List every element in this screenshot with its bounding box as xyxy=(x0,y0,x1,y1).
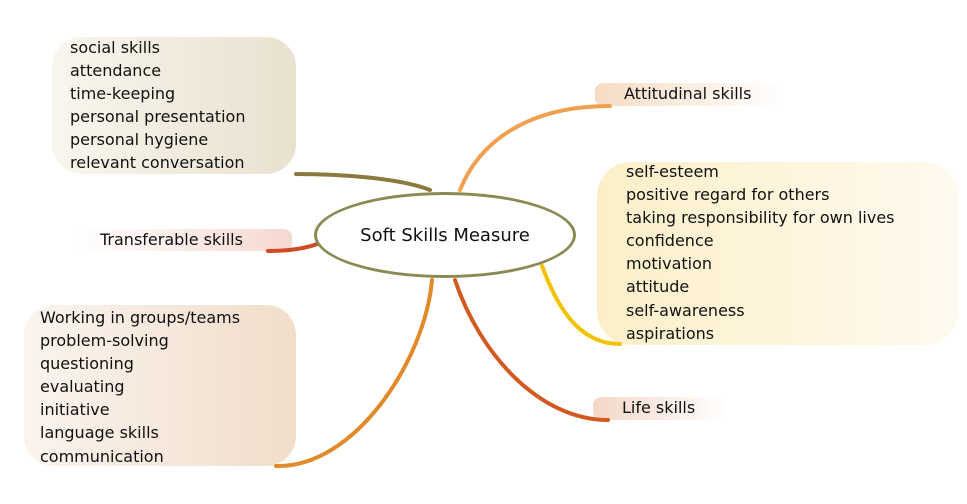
social-skills-node-bg xyxy=(52,37,296,174)
working-connector xyxy=(274,278,434,469)
list-item: time-keeping xyxy=(70,84,176,104)
list-item: personal presentation xyxy=(70,107,246,127)
life-skills-node: Life skills xyxy=(612,397,705,419)
list-item: communication xyxy=(40,446,164,466)
working-skills-node-bg xyxy=(24,305,296,466)
list-item: attendance xyxy=(70,61,162,81)
social-connector xyxy=(294,172,432,192)
list-item: Working in groups/teams xyxy=(40,308,241,327)
transferable-skills-node: Transferable skills xyxy=(90,229,253,251)
list-item: relevant conversation xyxy=(70,153,245,173)
life-connector xyxy=(453,278,610,422)
social-skills-list: social skills attendance time-keeping pe… xyxy=(70,36,245,175)
list-item: personal hygiene xyxy=(70,130,209,150)
attitudinal-skills-node: Attitudinal skills xyxy=(614,83,761,105)
working-skills-list: Working in groups/teams problem-solving … xyxy=(40,306,240,468)
list-item: motivation xyxy=(626,254,713,274)
life-node-bg xyxy=(593,397,727,420)
life-skills-label: Life skills xyxy=(622,398,696,417)
attitudinal-connector xyxy=(458,104,612,192)
list-item: self-esteem xyxy=(626,162,719,181)
list-item: language skills xyxy=(40,423,159,443)
list-item: questioning xyxy=(40,354,134,374)
list-item: evaluating xyxy=(40,377,125,397)
list-item: self-awareness xyxy=(626,300,745,320)
list-item: confidence xyxy=(626,231,714,251)
self-skills-node-bg xyxy=(597,162,959,345)
list-item: initiative xyxy=(40,400,110,420)
list-item: aspirations xyxy=(626,323,715,343)
list-item: positive regard for others xyxy=(626,185,830,205)
list-item: taking responsibility for own lives xyxy=(626,208,895,228)
list-item: problem-solving xyxy=(40,331,169,351)
transferable-skills-label: Transferable skills xyxy=(100,230,243,249)
transferable-node-bg xyxy=(76,229,292,251)
transferable-connector xyxy=(266,241,322,253)
attitudinal-skills-label: Attitudinal skills xyxy=(624,84,752,103)
self-skills-list: self-esteem positive regard for others t… xyxy=(626,160,895,345)
central-topic-label: Soft Skills Measure xyxy=(360,224,530,246)
list-item: social skills xyxy=(70,38,160,57)
self-connector xyxy=(540,264,622,346)
central-topic: Soft Skills Measure xyxy=(314,192,576,278)
attitudinal-node-bg xyxy=(595,83,783,106)
list-item: attitude xyxy=(626,277,690,297)
